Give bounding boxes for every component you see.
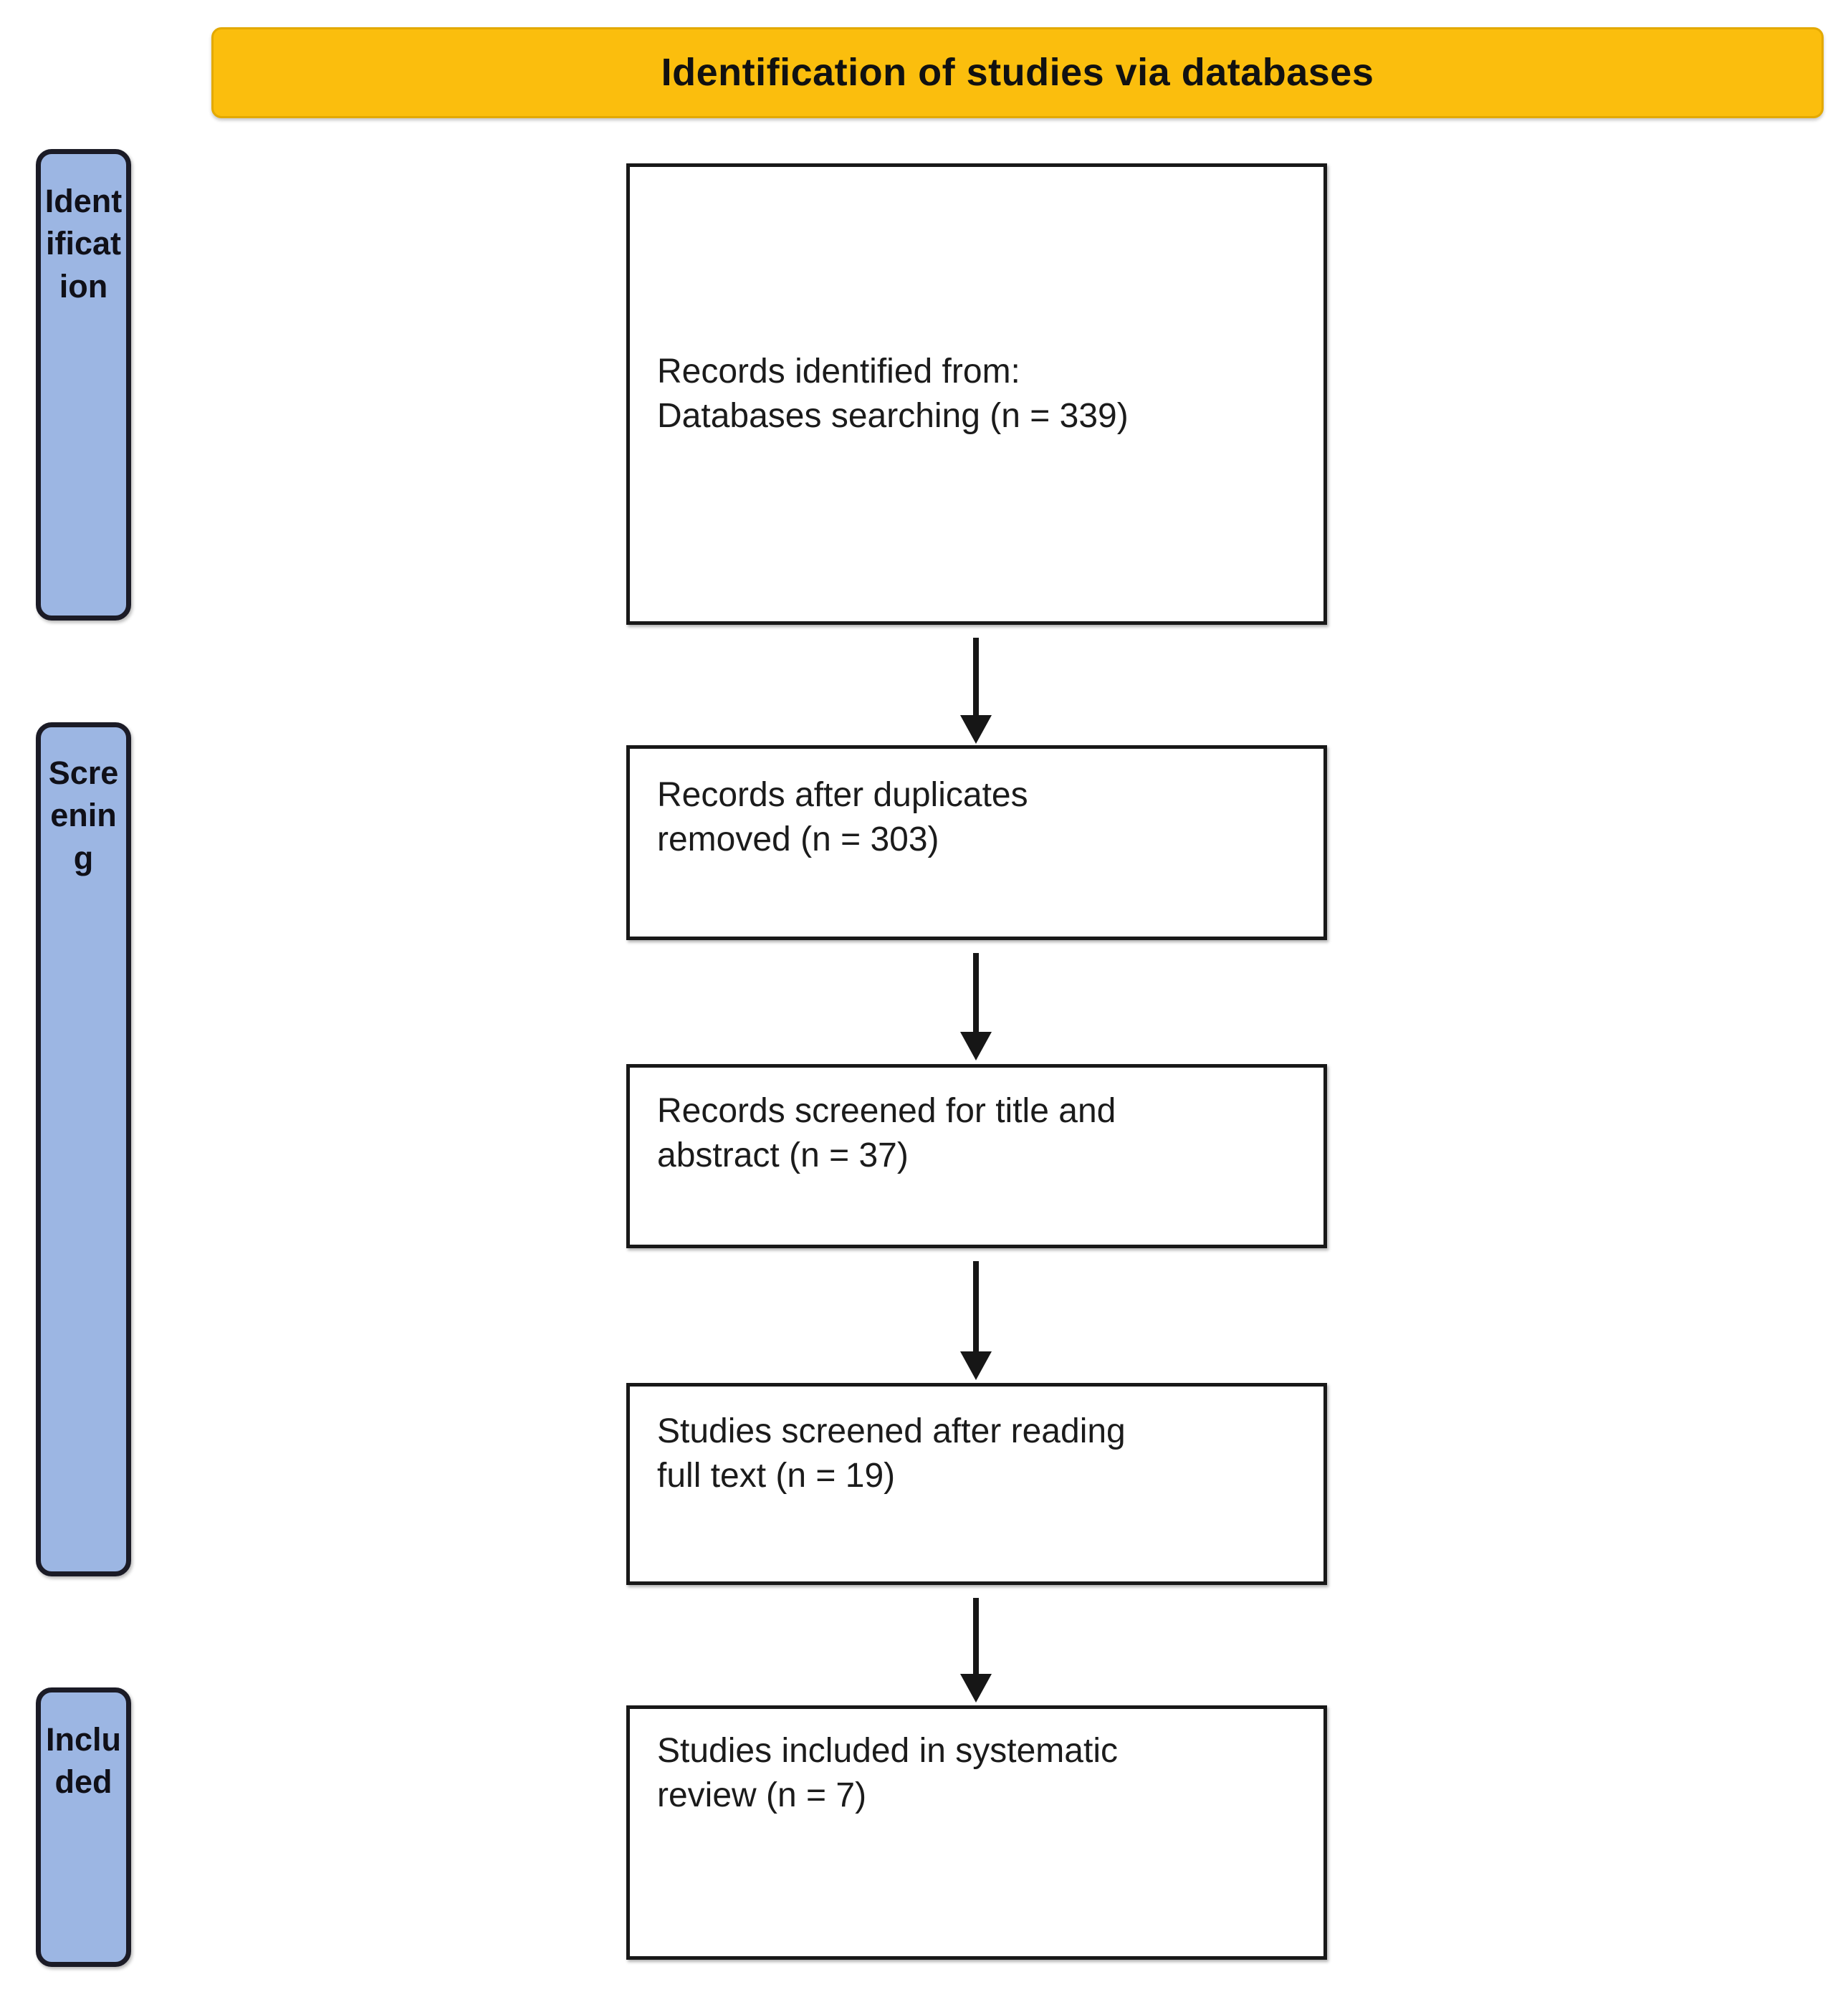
arrow-down-icon-4 (960, 1598, 992, 1704)
arrow-head (960, 1351, 992, 1380)
arrow-shaft (973, 1598, 979, 1677)
stage-label-screening-text: Screening (48, 755, 119, 876)
banner-title: Identification of studies via databases (661, 50, 1374, 94)
flow-box-records-identified-text: Records identified from: Databases searc… (657, 352, 1129, 435)
flow-box-studies-included: Studies included in systematic review (n… (626, 1705, 1327, 1960)
stage-label-included: Included (36, 1687, 131, 1967)
flow-box-records-after-duplicates-text: Records after duplicates removed (n = 30… (657, 776, 1028, 859)
arrow-shaft (973, 638, 979, 718)
stage-label-screening: Screening (36, 722, 131, 1576)
header-banner: Identification of studies via databases (211, 27, 1824, 118)
arrow-down-icon-2 (960, 953, 992, 1062)
flow-box-studies-included-text: Studies included in systematic review (n… (657, 1732, 1118, 1815)
stage-label-identification: Identification (36, 149, 131, 621)
arrow-head (960, 1674, 992, 1703)
arrow-head (960, 1032, 992, 1060)
flow-box-records-screened-title-abstract-text: Records screened for title and abstract … (657, 1092, 1116, 1175)
arrow-shaft (973, 953, 979, 1035)
flow-box-records-after-duplicates: Records after duplicates removed (n = 30… (626, 745, 1327, 940)
flow-box-records-identified: Records identified from: Databases searc… (626, 163, 1327, 625)
stage-label-identification-text: Identification (44, 183, 123, 305)
stage-label-included-text: Included (45, 1721, 121, 1801)
arrow-head (960, 715, 992, 744)
arrow-shaft (973, 1261, 979, 1354)
flow-box-studies-screened-full-text-text: Studies screened after reading full text… (657, 1412, 1126, 1495)
arrow-down-icon-1 (960, 638, 992, 745)
flow-box-records-screened-title-abstract: Records screened for title and abstract … (626, 1064, 1327, 1248)
flow-box-studies-screened-full-text: Studies screened after reading full text… (626, 1383, 1327, 1585)
arrow-down-icon-3 (960, 1261, 992, 1382)
